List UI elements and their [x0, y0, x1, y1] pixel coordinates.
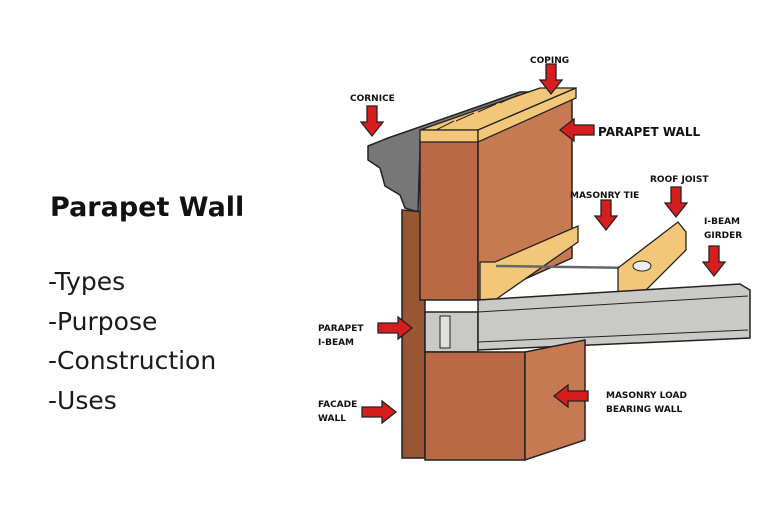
- topic-list: -Types -Purpose -Construction -Uses: [48, 262, 216, 420]
- label-i-beam-girder-1: I-BEAM: [704, 217, 740, 227]
- masonry-load-bearing-wall-front: [424, 351, 526, 461]
- label-roof-joist: ROOF JOIST: [650, 175, 709, 185]
- coping-joint: [435, 120, 455, 131]
- label-cornice: CORNICE: [350, 94, 395, 104]
- topic-item-purpose: -Purpose: [48, 306, 158, 336]
- i-beam-girder-arrow: [702, 245, 726, 277]
- facade-wall-arrow: [361, 400, 397, 424]
- masonry-tie-arrow: [594, 199, 618, 231]
- topic-item-types: -Types: [48, 267, 126, 296]
- girder-flange-line: [477, 295, 749, 313]
- coping-joint: [499, 94, 519, 104]
- masonry-tie: [495, 264, 641, 270]
- label-coping: COPING: [530, 56, 569, 66]
- page-title: Parapet Wall: [50, 192, 245, 223]
- label-i-beam-girder-2: GIRDER: [704, 231, 742, 241]
- joist-tie-hole: [632, 260, 652, 272]
- masonry-load-bearing-wall-side: [524, 339, 586, 462]
- coping-joint: [521, 87, 541, 95]
- coping-joints: [435, 87, 541, 131]
- label-parapet-i-beam-1: PARAPET: [318, 324, 364, 334]
- girder-flange-line: [477, 329, 749, 343]
- label-parapet-i-beam-2: I-BEAM: [318, 338, 354, 348]
- parapet-wall-front: [419, 139, 479, 301]
- roof-joist-arrow: [664, 186, 688, 218]
- label-masonry-load-2: BEARING WALL: [606, 405, 683, 415]
- parapet-i-beam: [424, 311, 479, 353]
- label-masonry-load-1: MASONRY LOAD: [606, 391, 687, 401]
- coping-front: [419, 129, 479, 143]
- label-parapet-wall: PARAPET WALL: [598, 125, 700, 139]
- label-facade-wall-1: FACADE: [318, 400, 357, 410]
- coping-joint: [455, 112, 475, 122]
- coping-side: [477, 87, 577, 144]
- topic-item-construction: -Construction: [48, 346, 217, 375]
- parapet-i-beam-web: [439, 315, 451, 349]
- label-facade-wall-2: WALL: [318, 414, 346, 424]
- topic-item-uses: -Uses: [48, 385, 117, 415]
- label-masonry-tie: MASONRY TIE: [570, 191, 639, 201]
- coping-joint: [477, 103, 497, 113]
- cornice-arrow: [360, 105, 384, 137]
